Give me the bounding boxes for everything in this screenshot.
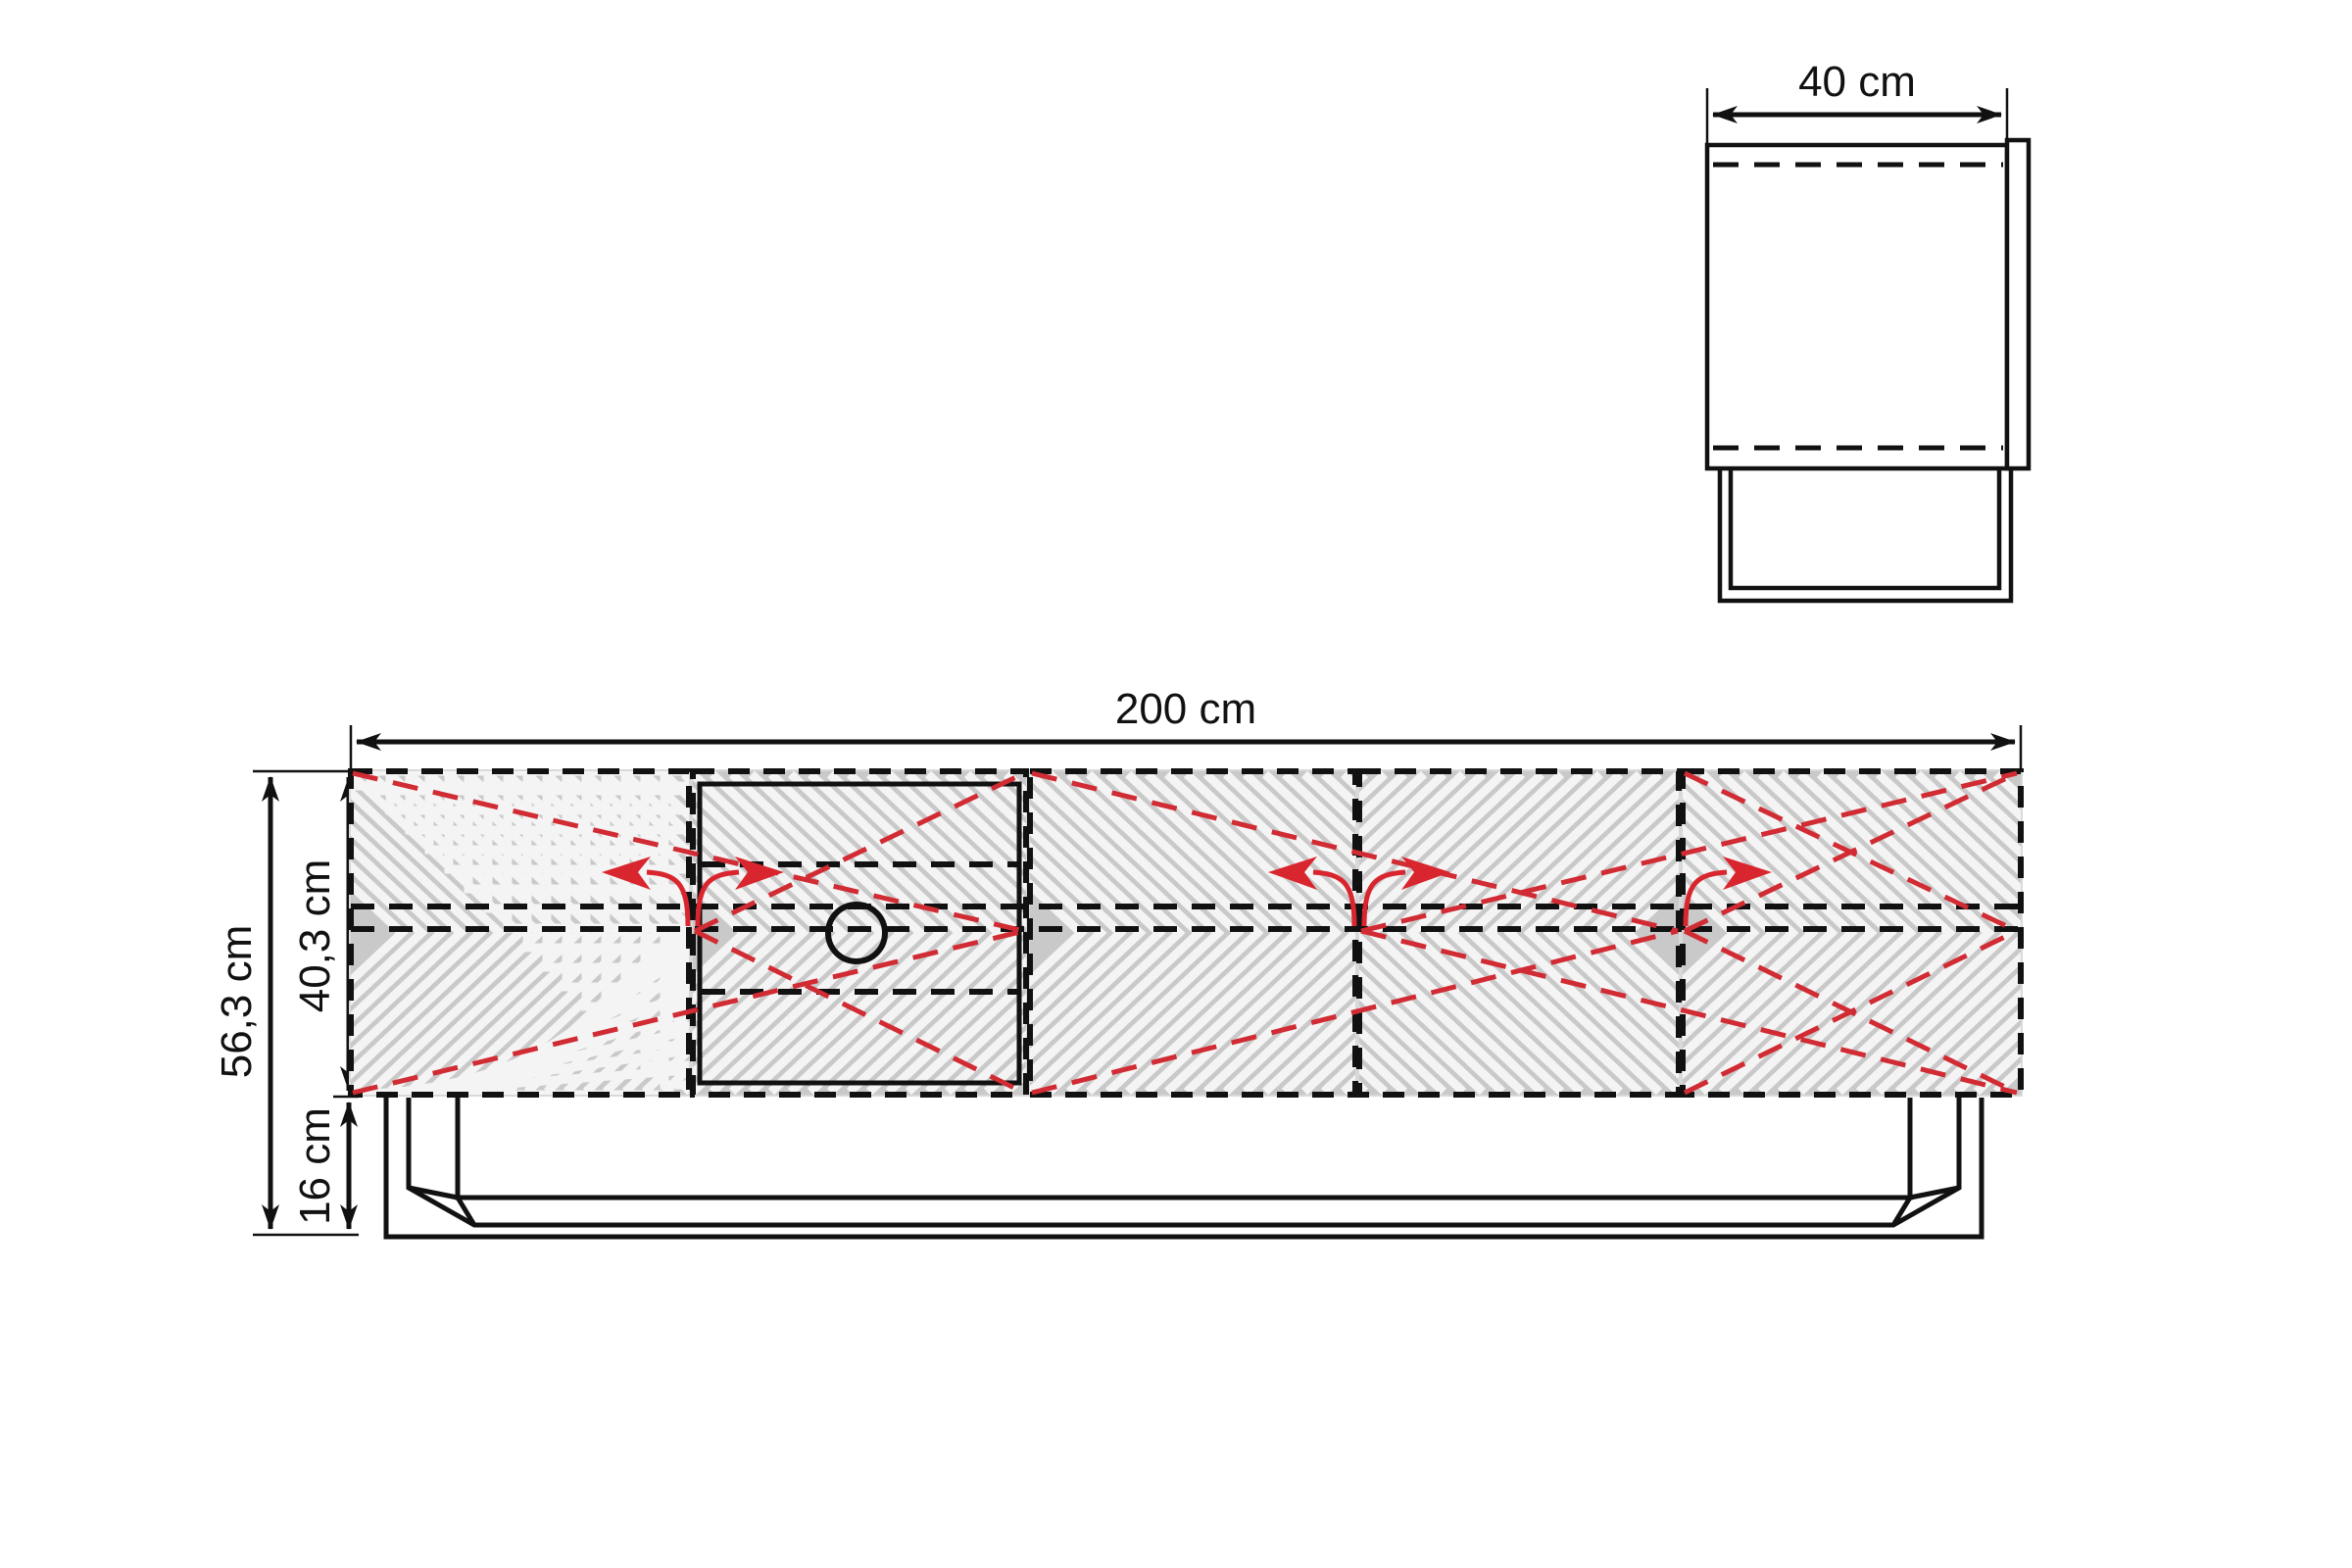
panel-1-pattern [351,771,689,1095]
front-view-group: 200 cm 56,3 cm 40,3 cm 16 cm [213,685,2024,1240]
arrow-right-2 [1401,857,1450,890]
panel-3-pattern [1030,771,1355,1095]
total-height-label: 56,3 cm [213,925,261,1079]
arrow-right-1 [735,857,784,890]
panel-2-dashed-outline [690,768,1029,1098]
leg-height-label: 16 cm [291,1107,339,1225]
panel-5-outline[interactable] [1680,768,2024,1098]
door-swing-diagonals [352,770,2019,1096]
arrow-right-3 [1723,857,1772,890]
side-depth-label: 40 cm [1798,58,1916,106]
panel-4-pattern [1359,771,1679,1095]
front-leg-group [383,1098,1984,1240]
side-view-group: 40 cm [1704,58,2032,604]
swing-direction-arrows [602,857,1772,927]
arrow-left-2 [1268,857,1317,890]
panel-1-outline[interactable] [348,768,692,1098]
body-height-label: 40,3 cm [291,859,339,1013]
panel-4-outline[interactable] [1356,768,1682,1098]
side-carcass-body [1704,142,2010,471]
panel-3-outline[interactable] [1027,768,1358,1098]
side-back-panel [2004,137,2032,471]
side-leg-group [1717,468,2014,604]
panel-5-pattern [1683,771,2021,1095]
width-label: 200 cm [1115,685,1256,733]
arrow-left-1 [602,857,651,890]
